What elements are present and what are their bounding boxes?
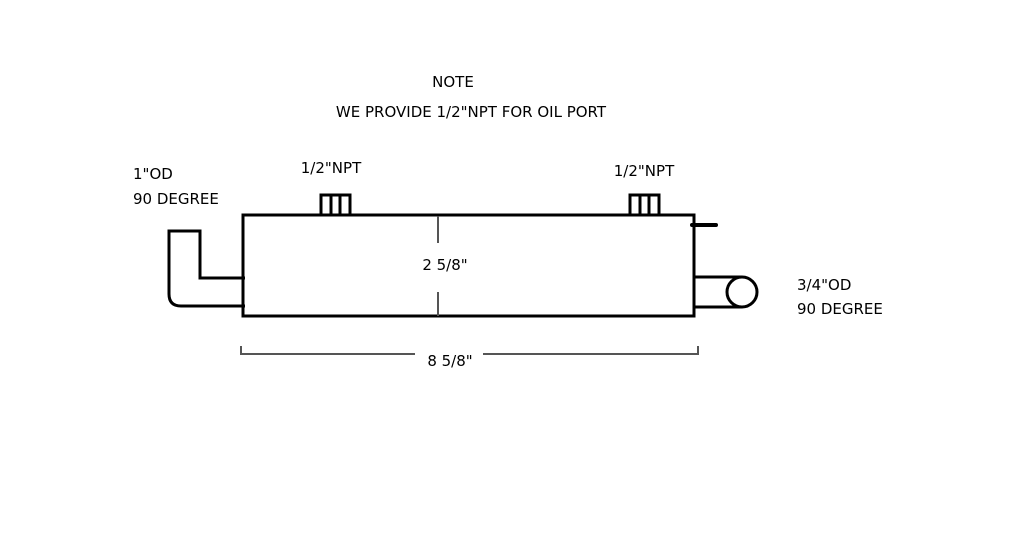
height-dimension-label: 2 5/8" — [422, 256, 467, 274]
left-npt-port — [319, 193, 352, 217]
note-title: NOTE — [432, 73, 474, 91]
left-port-label: 1/2"NPT — [301, 159, 362, 177]
outlet-elbow-pipe — [694, 275, 759, 309]
length-dimension-line — [240, 346, 699, 355]
right-npt-port — [628, 193, 661, 217]
cooler-body — [241, 213, 696, 318]
inlet-angle-label: 90 DEGREE — [133, 190, 219, 208]
inlet-elbow-pipe — [167, 229, 245, 308]
length-dimension-label: 8 5/8" — [427, 352, 472, 370]
right-port-label: 1/2"NPT — [614, 162, 675, 180]
outlet-angle-label: 90 DEGREE — [797, 300, 883, 318]
outlet-size-label: 3/4"OD — [797, 276, 851, 294]
note-text: WE PROVIDE 1/2"NPT FOR OIL PORT — [336, 103, 607, 121]
inlet-size-label: 1"OD — [133, 165, 173, 183]
